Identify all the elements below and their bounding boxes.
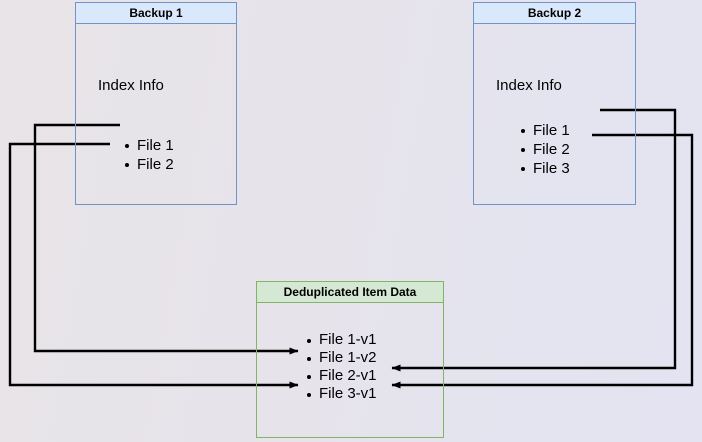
node-backup-2-title: Backup 2	[473, 2, 636, 24]
node-backup-2[interactable]: Backup 2 Index Info File 1 File 2 File 3	[473, 2, 636, 205]
node-dedup-body: File 1-v1 File 1-v2 File 2-v1 File 3-v1	[256, 303, 444, 438]
node-backup-2-body: Index Info File 1 File 2 File 3	[473, 24, 636, 205]
list-item: File 2	[519, 140, 570, 159]
list-item: File 2	[123, 155, 174, 174]
edge-backup2-file2-to-file2v1	[391, 133, 694, 389]
node-backup-1-title: Backup 1	[75, 2, 237, 24]
list-item: File 3	[519, 159, 570, 178]
list-item: File 2-v1	[305, 367, 377, 385]
node-backup-1[interactable]: Backup 1 Index Info File 1 File 2	[75, 2, 237, 205]
list-item: File 1-v2	[305, 349, 377, 367]
backup-1-index-info-label: Index Info	[98, 77, 164, 94]
backup-2-index-info-label: Index Info	[496, 77, 562, 94]
node-dedup-title: Deduplicated Item Data	[256, 281, 444, 303]
edge-backup1-file1-to-file1v1	[33, 123, 299, 355]
list-item: File 1	[123, 136, 174, 155]
list-item: File 1	[519, 121, 570, 140]
edge-backup2-file1-to-file1v2	[391, 108, 677, 372]
backup-1-file-list: File 1 File 2	[123, 136, 174, 174]
list-item: File 3-v1	[305, 385, 377, 403]
edge-backup1-file2-to-file2v1	[8, 142, 299, 389]
node-deduplicated-item-data[interactable]: Deduplicated Item Data File 1-v1 File 1-…	[256, 281, 444, 438]
backup-2-file-list: File 1 File 2 File 3	[519, 121, 570, 178]
list-item: File 1-v1	[305, 331, 377, 349]
dedup-item-list: File 1-v1 File 1-v2 File 2-v1 File 3-v1	[305, 331, 377, 403]
node-backup-1-body: Index Info File 1 File 2	[75, 24, 237, 205]
